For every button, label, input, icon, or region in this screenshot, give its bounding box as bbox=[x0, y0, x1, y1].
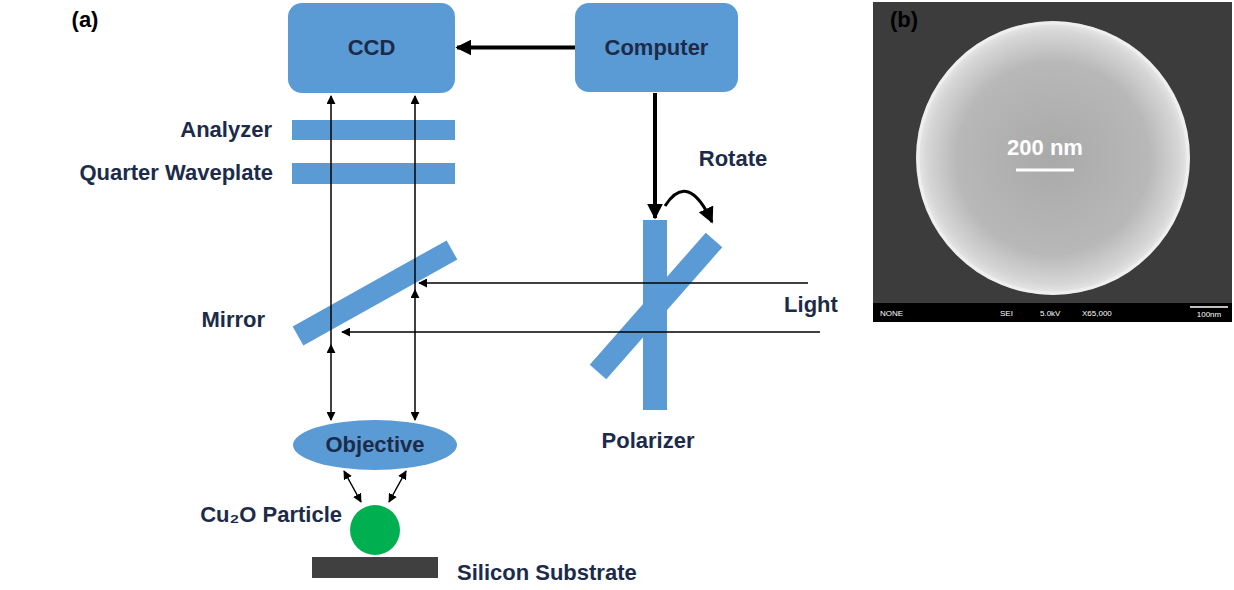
waveplate bbox=[292, 163, 455, 184]
node-label: Computer bbox=[605, 35, 709, 61]
part-name: Rotate bbox=[699, 147, 767, 171]
sem-image bbox=[873, 2, 1232, 322]
scale-bar bbox=[1016, 169, 1074, 172]
sem-info: 5.0kV bbox=[1040, 310, 1060, 319]
light-ray bbox=[342, 331, 820, 333]
mirror-plate bbox=[298, 250, 452, 336]
scale-label: 200 nm bbox=[1007, 136, 1083, 160]
part-name: Quarter Waveplate bbox=[79, 161, 273, 185]
control-arrow bbox=[653, 93, 657, 218]
panel-label: (a) bbox=[72, 8, 99, 32]
scale-label: 100nm bbox=[1197, 311, 1221, 320]
part-name: Analyzer bbox=[180, 118, 272, 142]
light-ray bbox=[330, 96, 332, 345]
node-label: CCD bbox=[348, 35, 396, 61]
node-label: Objective bbox=[325, 432, 424, 458]
control-arrow bbox=[457, 46, 575, 50]
sem-info-bar bbox=[873, 303, 1232, 322]
objective-lens: Objective bbox=[293, 420, 457, 470]
analyzer-plate bbox=[292, 120, 455, 140]
part-name: Light bbox=[784, 293, 838, 317]
light-ray bbox=[344, 471, 361, 502]
rotate-arrow bbox=[665, 191, 712, 222]
light-ray bbox=[414, 290, 416, 420]
sem-info: SEI bbox=[1000, 310, 1013, 319]
light-ray bbox=[330, 345, 332, 420]
scale-bar bbox=[1190, 306, 1228, 308]
device-box: CCD bbox=[288, 3, 455, 93]
part-name: Cu₂O Particle bbox=[200, 503, 342, 527]
sem-sphere bbox=[916, 21, 1190, 295]
sem-info: NONE bbox=[880, 310, 903, 319]
panel-label: (b) bbox=[890, 8, 918, 32]
particle bbox=[350, 505, 400, 555]
part-name: Silicon Substrate bbox=[457, 561, 637, 585]
light-ray bbox=[389, 471, 406, 502]
sem-sphere-rim bbox=[918, 23, 1188, 293]
light-ray bbox=[419, 282, 808, 284]
polarizer-plate bbox=[643, 220, 667, 410]
substrate bbox=[312, 557, 438, 578]
part-name: Mirror bbox=[201, 308, 265, 332]
sem-info: X65,000 bbox=[1082, 310, 1112, 319]
part-name: Polarizer bbox=[602, 429, 695, 453]
light-ray bbox=[414, 96, 416, 290]
device-box: Computer bbox=[575, 3, 738, 92]
